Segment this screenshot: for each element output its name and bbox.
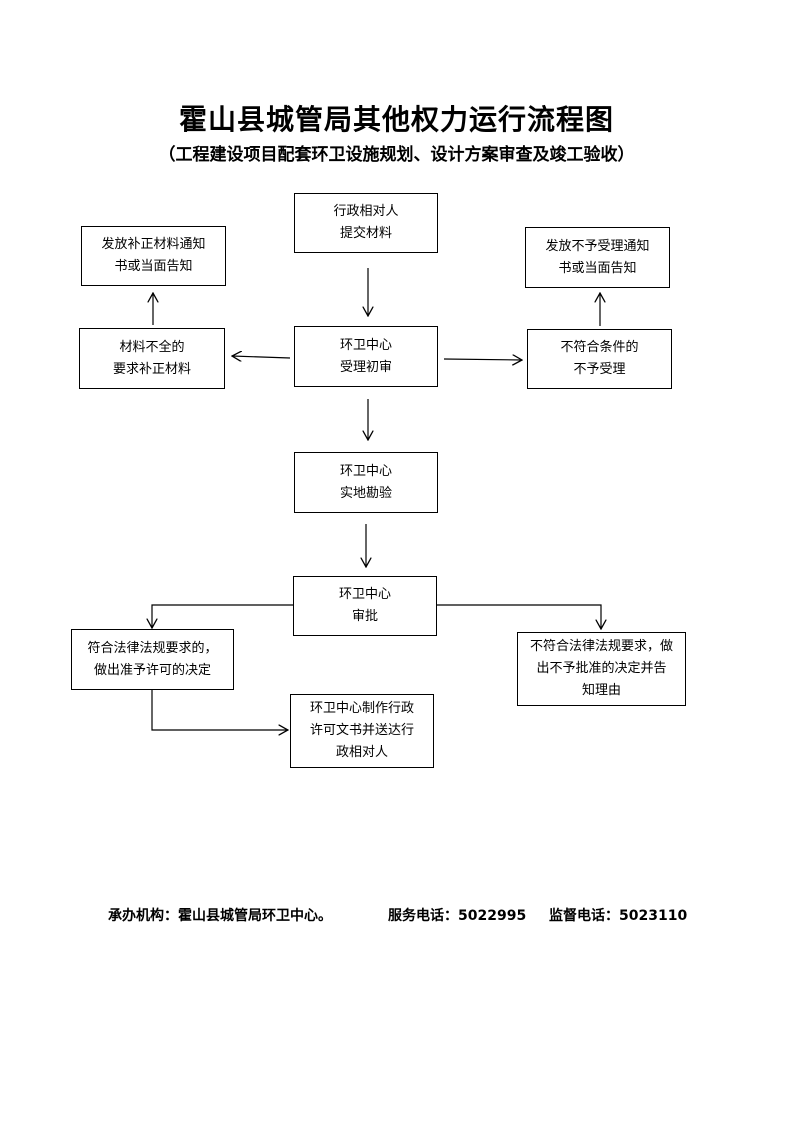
node-initial-review: 环卫中心 受理初审	[294, 326, 438, 387]
page-title: 霍山县城管局其他权力运行流程图	[178, 103, 614, 136]
arrow-compliant-to-document	[151, 689, 288, 730]
node-label: 环卫中心 审批	[338, 587, 391, 624]
node-issue-document: 环卫中心制作行政 许可文书并送达行 政相对人	[290, 694, 434, 768]
node-label: 行政相对人 提交材料	[333, 204, 399, 241]
node-label: 环卫中心 实地勘验	[339, 463, 392, 501]
node-label: 发放不予受理通知 书或当面告知	[545, 238, 650, 276]
node-noncompliant-decision: 不符合法律法规要求，做 出不予批准的决定并告 知理由	[517, 632, 686, 706]
node-label: 发放补正材料通知 书或当面告知	[101, 237, 206, 274]
node-label: 不符合法律法规要求，做 出不予批准的决定并告 知理由	[529, 639, 673, 698]
arrow-review-to-incomplete	[232, 356, 291, 358]
node-rejection-notice: 发放不予受理通知 书或当面告知	[525, 227, 670, 288]
node-incomplete-materials: 材料不全的 要求补正材料	[79, 328, 225, 389]
page-subtitle: （工程建设项目配套环卫设施规划、设计方案审查及竣工验收）	[158, 145, 635, 165]
arrow-review-to-not-qualified	[443, 359, 522, 360]
node-label: 不符合条件的 不予受理	[560, 340, 639, 377]
node-submit-materials: 行政相对人 提交材料	[294, 193, 438, 253]
node-label: 环卫中心 受理初审	[339, 337, 392, 375]
node-site-survey: 环卫中心 实地勘验	[294, 452, 438, 513]
footer-organization: 承办机构：霍山县城管局环卫中心。	[108, 908, 332, 924]
node-label: 环卫中心制作行政 许可文书并送达行 政相对人	[309, 701, 414, 760]
arrow-approval-to-noncompliant	[436, 604, 601, 629]
node-approval: 环卫中心 审批	[293, 576, 437, 636]
node-not-qualified: 不符合条件的 不予受理	[527, 329, 672, 389]
footer-supervision-phone: 监督电话：5023110	[549, 908, 688, 924]
node-compliant-decision: 符合法律法规要求的， 做出准予许可的决定	[71, 629, 234, 690]
node-label: 材料不全的 要求补正材料	[112, 339, 191, 377]
node-correction-notice: 发放补正材料通知 书或当面告知	[81, 226, 226, 286]
node-label: 符合法律法规要求的， 做出准予许可的决定	[87, 640, 218, 678]
arrow-approval-to-compliant	[152, 604, 293, 628]
footer-service-phone: 服务电话：5022995	[388, 908, 527, 924]
